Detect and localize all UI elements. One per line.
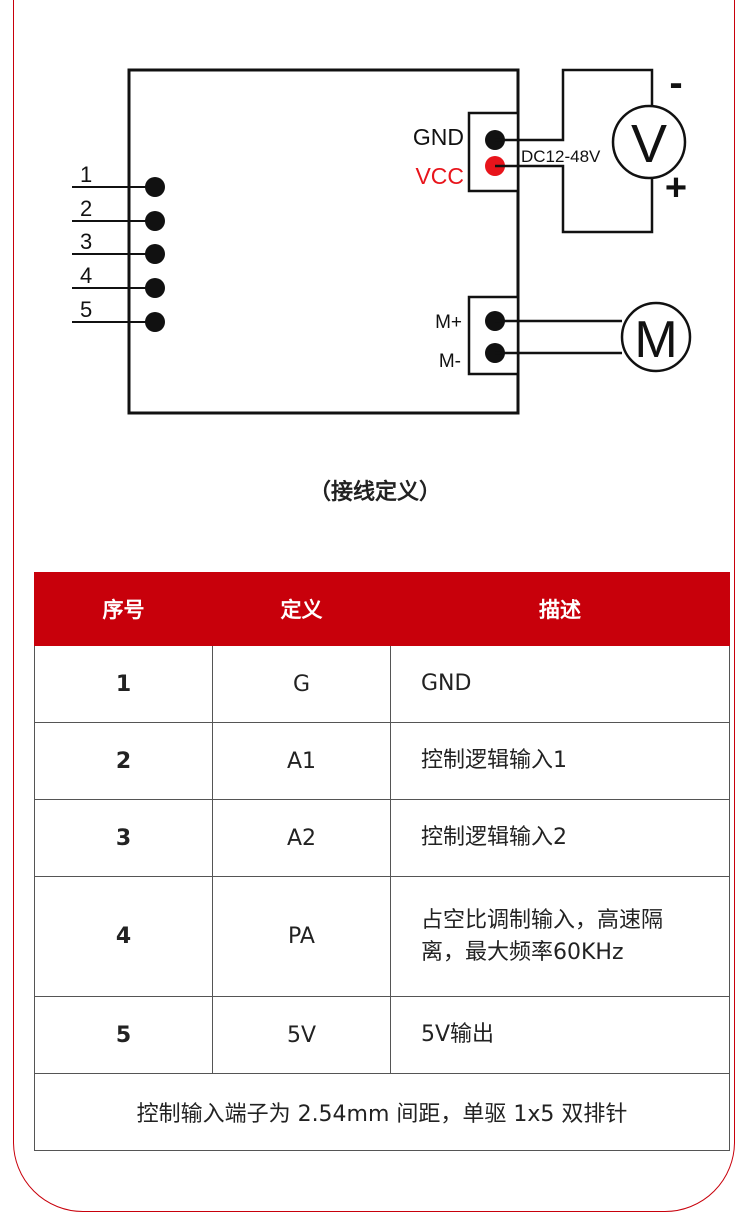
pin-5-dot [145,312,165,332]
minus-sign: - [669,61,682,105]
pin-label-1: 1 [80,162,92,187]
page-frame [13,0,735,1212]
row-definition: G [212,645,391,723]
header-number: 序号 [34,572,213,646]
motor-minus-label: M- [439,351,461,372]
supply-voltage-label: DC12-48V [521,147,601,166]
motor-symbol: M [634,311,677,369]
row-number: 2 [34,722,213,800]
plus-sign: + [665,167,687,209]
table-footer-row: 控制输入端子为 2.54mm 间距，单驱 1x5 双排针 [34,1073,730,1151]
voltmeter-symbol: V [631,114,667,174]
row-definition: PA [212,876,391,997]
motor-icon [620,301,692,373]
left-pin-header: 1 2 3 4 5 [72,162,165,332]
row-definition: 5V [212,996,391,1074]
row-number: 3 [34,799,213,877]
pin-label-5: 5 [80,297,92,322]
pin-3-dot [145,244,165,264]
row-number: 1 [34,645,213,723]
table-row: 5 5V 5V输出 [34,996,730,1074]
row-definition: A1 [212,722,391,800]
module-body [127,68,520,415]
table-header-row: 序号 定义 描述 [34,572,730,646]
pin-label-3: 3 [80,229,92,254]
wiring-diagram: 1 2 3 4 5 GND VCC V - + DC12-48V M+ M- M [72,61,692,415]
pin-label-2: 2 [80,196,92,221]
row-definition: A2 [212,799,391,877]
row-description: 占空比调制输入，高速隔离，最大频率60KHz [390,876,730,997]
header-definition: 定义 [212,572,391,646]
power-terminal: GND VCC [413,111,520,193]
row-number: 4 [34,876,213,997]
row-description: 5V输出 [390,996,730,1074]
row-description: 控制逻辑输入1 [390,722,730,800]
row-number: 5 [34,996,213,1074]
table-row: 1 G GND [34,645,730,723]
pin-2-dot [145,211,165,231]
pin-definition-table: 序号 定义 描述 1 G GND 2 A1 控制逻辑输入1 3 A2 控制逻辑输… [34,572,730,1151]
table-row: 3 A2 控制逻辑输入2 [34,799,730,877]
voltmeter-icon [611,104,687,180]
pin-label-4: 4 [80,263,92,288]
table-row: 4 PA 占空比调制输入，高速隔离，最大频率60KHz [34,876,730,997]
gnd-label: GND [413,124,464,150]
diagram-caption: （接线定义） [308,480,441,505]
table-row: 2 A1 控制逻辑输入1 [34,722,730,800]
motor-plus-label: M+ [435,312,462,333]
pin-1-dot [145,177,165,197]
row-description: 控制逻辑输入2 [390,799,730,877]
table-footer-note: 控制输入端子为 2.54mm 间距，单驱 1x5 双排针 [34,1073,730,1151]
row-description: GND [390,645,730,723]
header-description: 描述 [390,572,730,646]
motor-terminal: M+ M- M [435,295,692,376]
supply-wiring: V - + DC12-48V [495,61,687,234]
pin-4-dot [145,278,165,298]
vcc-label: VCC [415,163,464,189]
